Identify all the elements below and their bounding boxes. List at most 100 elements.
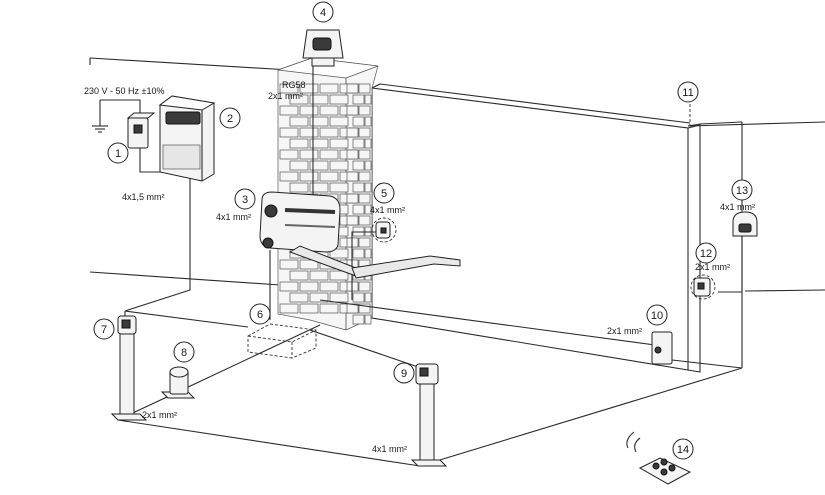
brick — [299, 83, 319, 94]
antenna-wire-label: 2x1 mm² — [268, 91, 303, 101]
brick — [364, 94, 372, 105]
antenna-device — [302, 29, 344, 67]
brick — [309, 270, 329, 281]
brick — [299, 259, 319, 270]
svg-text:4: 4 — [320, 7, 326, 19]
callout-5: 5 — [373, 182, 395, 204]
wall-lamp — [732, 211, 758, 237]
callout-8: 8 — [173, 341, 195, 363]
svg-text:14: 14 — [677, 444, 689, 456]
brick — [279, 259, 299, 270]
brick — [319, 105, 339, 116]
brick — [289, 270, 309, 281]
post9-wire-label: 4x1 mm² — [372, 444, 407, 454]
brick — [319, 303, 339, 314]
svg-text:7: 7 — [101, 324, 107, 336]
brick — [346, 193, 359, 204]
callout-11: 11 — [677, 81, 699, 103]
brick — [352, 116, 365, 127]
callout-10: 10 — [646, 304, 668, 326]
brick — [364, 182, 372, 193]
lamp13-wire-label: 4x1 mm² — [720, 202, 755, 212]
brick — [279, 127, 299, 138]
brick — [364, 160, 372, 171]
motor-wire-label: 4x1 mm² — [216, 212, 251, 222]
svg-text:1: 1 — [115, 148, 121, 160]
brick — [329, 116, 349, 127]
brick — [364, 116, 372, 127]
power-label: 230 V - 50 Hz ±10% — [84, 86, 164, 96]
callout-7: 7 — [93, 318, 115, 340]
brick — [309, 138, 329, 149]
brick — [346, 149, 359, 160]
callout-14: 14 — [672, 438, 694, 460]
brick — [299, 127, 319, 138]
brick — [299, 281, 319, 292]
brick — [352, 248, 365, 259]
svg-text:13: 13 — [736, 185, 748, 197]
brick-pillar — [277, 57, 379, 331]
motor-arm — [288, 245, 461, 279]
brick — [309, 182, 329, 193]
brick — [319, 171, 339, 182]
gate-motor — [259, 191, 341, 253]
brick — [352, 292, 365, 303]
callout-13: 13 — [731, 179, 753, 201]
photocell-wall — [651, 331, 673, 365]
svg-text:10: 10 — [651, 310, 663, 322]
brick — [346, 105, 359, 116]
brick — [364, 138, 372, 149]
brick — [358, 303, 371, 314]
brick — [289, 182, 309, 193]
brick — [319, 127, 339, 138]
brick — [279, 149, 299, 160]
brick — [279, 83, 299, 94]
svg-text:11: 11 — [682, 87, 693, 99]
brick — [279, 171, 299, 182]
brick — [289, 94, 309, 105]
brick — [329, 160, 349, 171]
brick — [346, 127, 359, 138]
keypad-device — [690, 274, 716, 300]
callout-4: 4 — [312, 1, 334, 23]
brick — [289, 116, 309, 127]
control-unit — [158, 95, 216, 182]
callout-9: 9 — [393, 362, 415, 384]
brick — [364, 204, 372, 215]
junction-box — [247, 323, 317, 359]
brick — [329, 270, 349, 281]
svg-text:2: 2 — [227, 113, 233, 125]
photocell-post-left — [110, 315, 148, 421]
svg-text:5: 5 — [381, 188, 387, 200]
brick — [279, 105, 299, 116]
power-wire-label: 4x1,5 mm² — [122, 192, 165, 202]
brick — [319, 83, 339, 94]
floor — [117, 310, 743, 467]
photocell-post-front — [410, 363, 448, 467]
brick — [299, 171, 319, 182]
callout-3: 3 — [234, 188, 256, 210]
brick — [358, 171, 371, 182]
brick — [289, 160, 309, 171]
brick — [299, 149, 319, 160]
key-selector — [160, 366, 196, 399]
callout-2: 2 — [219, 107, 241, 129]
brick — [358, 127, 371, 138]
callout-6: 6 — [249, 303, 271, 325]
callout-numbers: 1 2 3 4 5 6 7 8 9 10 11 12 13 14 — [93, 1, 753, 460]
keypad12-wire-label: 2x1 mm² — [695, 262, 730, 272]
brick — [309, 116, 329, 127]
rg58-label: RG58 — [282, 80, 306, 90]
flashing-lamp — [371, 217, 397, 243]
brick — [309, 160, 329, 171]
brick — [299, 105, 319, 116]
brick — [358, 193, 371, 204]
brick — [346, 171, 359, 182]
wire-labels: 230 V - 50 Hz ±10% RG58 2x1 mm² 4x1,5 mm… — [84, 80, 755, 454]
brick — [364, 248, 372, 259]
brick — [329, 292, 349, 303]
brick — [358, 105, 371, 116]
brick — [329, 182, 349, 193]
brick — [329, 248, 349, 259]
